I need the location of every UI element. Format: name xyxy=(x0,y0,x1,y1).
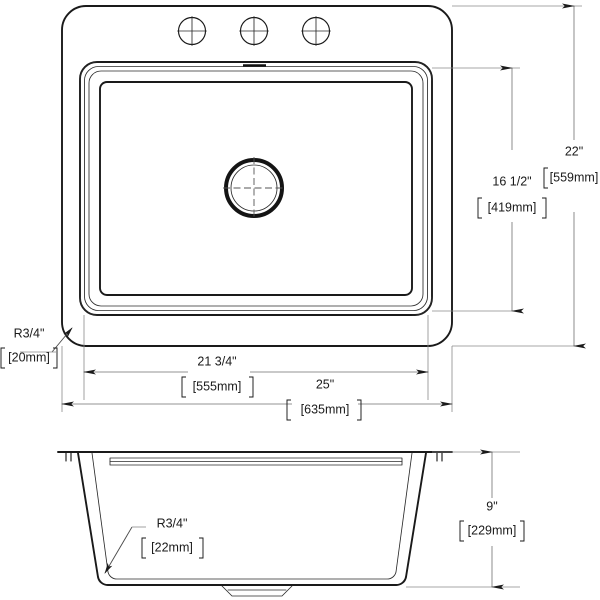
dim-bowl-width-metric: [555mm] xyxy=(193,379,242,393)
section-view: R3/4" [22mm] 9" [229mm] xyxy=(57,449,525,597)
faucet-hole-right xyxy=(301,16,331,46)
dim-bowl-height-metric: [229mm] xyxy=(468,523,517,537)
bowl-outline-group xyxy=(79,61,433,316)
dim-bowl-width: 21 3/4" [555mm] xyxy=(83,354,429,398)
bowl-rim-outer xyxy=(79,61,433,316)
dim-overall-depth: 22" [559mm] xyxy=(543,3,599,349)
faucet-hole-group xyxy=(177,16,331,46)
dim-bowl-height: 9" [229mm] xyxy=(459,449,525,590)
callout-radius-top-metric: [20mm] xyxy=(8,350,50,364)
bowl-corner-fillets xyxy=(79,61,433,316)
dim-overall-width-metric: [635mm] xyxy=(301,402,350,416)
dim-overall-depth-imperial: 22" xyxy=(565,144,583,158)
drain-opening xyxy=(223,157,285,219)
callout-radius-section-metric: [22mm] xyxy=(151,540,193,554)
section-bowl-outer-wall xyxy=(77,452,427,586)
section-rim-band xyxy=(109,457,403,466)
sink-deck-outline xyxy=(61,5,453,347)
dim-overall-width: 25" [635mm] xyxy=(61,377,453,421)
dim-overall-width-imperial: 25" xyxy=(316,377,334,391)
bowl-wall-upper xyxy=(88,70,424,307)
section-bowl-inner-wall xyxy=(91,452,413,580)
section-rim-ticks-right xyxy=(436,452,443,462)
faucet-hole-center xyxy=(239,16,269,46)
dim-bowl-depth-metric: [419mm] xyxy=(488,200,537,214)
section-rim-ticks-left xyxy=(65,452,72,462)
callout-corner-radius-top: R3/4" [20mm] xyxy=(0,326,73,369)
top-view: 22" [559mm] 16 1/2" [419mm] xyxy=(0,3,599,421)
faucet-hole-left xyxy=(177,16,207,46)
callout-corner-radius-section: R3/4" [22mm] xyxy=(104,516,204,574)
callout-radius-top-imperial: R3/4" xyxy=(14,326,45,340)
dim-bowl-width-imperial: 21 3/4" xyxy=(197,354,236,368)
dim-bowl-depth: 16 1/2" [419mm] xyxy=(477,65,547,314)
dim-bowl-depth-imperial: 16 1/2" xyxy=(492,174,531,188)
section-drain-boss xyxy=(221,585,293,597)
dim-bowl-height-imperial: 9" xyxy=(486,499,497,513)
bowl-bottom xyxy=(99,81,413,296)
dim-overall-depth-metric: [559mm] xyxy=(550,170,599,184)
callout-radius-section-imperial: R3/4" xyxy=(157,516,188,530)
